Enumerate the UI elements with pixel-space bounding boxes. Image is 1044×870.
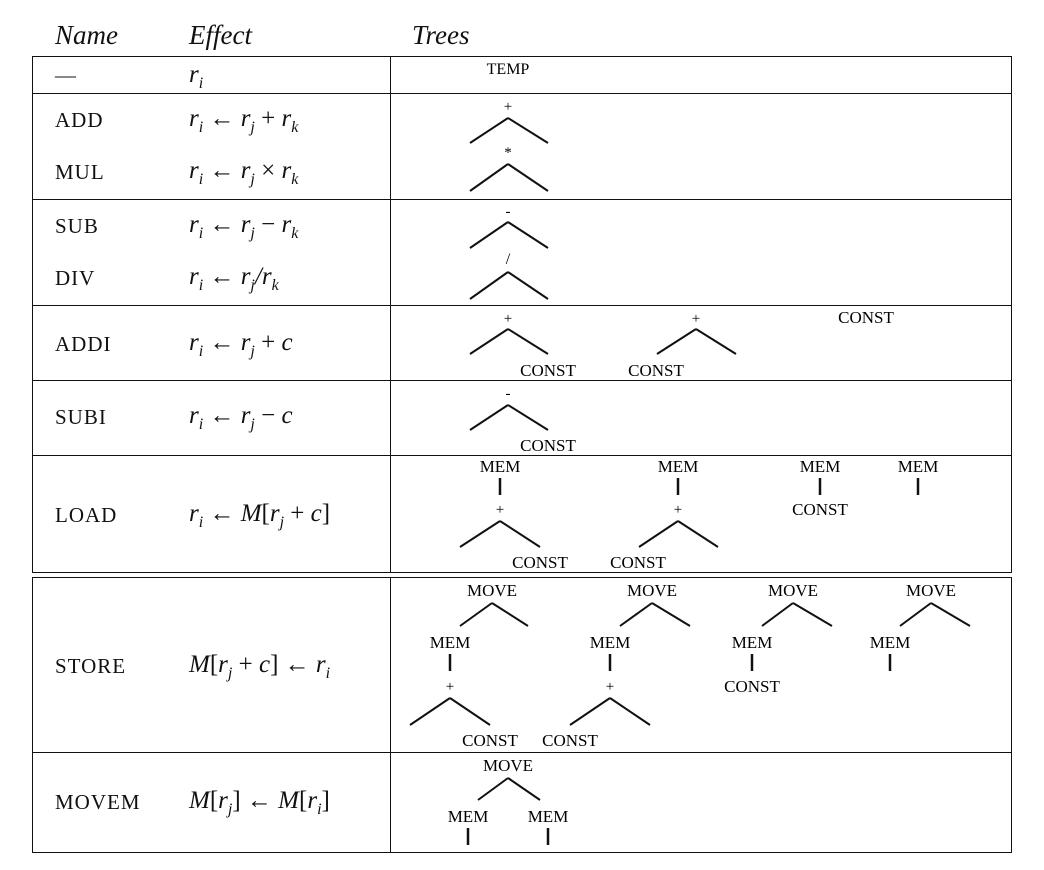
table-row-sub-div: SUB ri ← rj − rk DIV ri ← rj/rk - / xyxy=(32,199,1012,306)
svg-text:MOVE: MOVE xyxy=(483,756,533,775)
svg-text:+: + xyxy=(692,311,700,327)
svg-text:MEM: MEM xyxy=(898,457,939,476)
instr-name-sub: SUB xyxy=(55,214,99,238)
svg-text:MEM: MEM xyxy=(870,633,911,652)
instr-name-load: LOAD xyxy=(55,503,118,527)
table-row-add-mul: ADD ri ← rj + rk MUL ri ← rj × rk + * xyxy=(32,93,1012,200)
svg-text:CONST: CONST xyxy=(512,553,568,572)
header-effect: Effect xyxy=(189,20,252,50)
svg-text:+: + xyxy=(446,679,454,695)
header-name: Name xyxy=(55,20,118,50)
instr-effect-mul: ri ← rj × rk xyxy=(189,157,299,188)
op-times: * xyxy=(504,145,512,161)
svg-text:CONST: CONST xyxy=(462,731,518,750)
instr-effect-addi: ri ← rj + c xyxy=(189,329,293,360)
op-plus: + xyxy=(504,99,512,115)
svg-text:+: + xyxy=(504,311,512,327)
table-row-addi: ADDI ri ← rj + c + CONST + CONST CONST xyxy=(32,305,1012,381)
op-minus: - xyxy=(506,204,511,220)
instruction-tree-table: — ri TEMP ADD ri ← rj + rk MUL ri ← rj ×… xyxy=(32,56,1014,853)
svg-text:CONST: CONST xyxy=(520,436,576,455)
tree-add-mul: + * xyxy=(469,99,549,192)
svg-text:MEM: MEM xyxy=(590,633,631,652)
instr-name-add: ADD xyxy=(55,108,104,132)
header-trees: Trees xyxy=(412,20,470,50)
instr-effect-subi: ri ← rj − c xyxy=(189,402,293,433)
svg-text:MEM: MEM xyxy=(480,457,521,476)
svg-text:MEM: MEM xyxy=(528,807,569,826)
instr-name-store: STORE xyxy=(55,654,127,678)
instr-effect-div: ri ← rj/rk xyxy=(189,263,279,294)
tree-movem: MOVE MEM MEM xyxy=(448,756,569,845)
tree-load: MEM + CONST MEM + CONST MEM CONST MEM xyxy=(459,457,939,572)
tree-store: MOVE MEM + CONST MOVE MEM + CONST MOVE M… xyxy=(409,581,971,750)
svg-text:MEM: MEM xyxy=(732,633,773,652)
instr-name-addi: ADDI xyxy=(55,332,112,356)
svg-text:CONST: CONST xyxy=(628,361,684,380)
op-divide: / xyxy=(506,251,511,268)
svg-text:MOVE: MOVE xyxy=(768,581,818,600)
instr-name-movem: MOVEM xyxy=(55,790,141,814)
svg-text:+: + xyxy=(674,502,682,518)
table-row-subi: SUBI ri ← rj − c - CONST xyxy=(32,380,1012,456)
svg-text:CONST: CONST xyxy=(838,308,894,327)
svg-text:MOVE: MOVE xyxy=(906,581,956,600)
table-row-movem: MOVEM M[rj] ← M[ri] MOVE MEM MEM xyxy=(32,752,1012,853)
table-row-load: LOAD ri ← M[rj + c] MEM + CONST MEM + CO… xyxy=(32,455,1012,573)
instr-effect-store: M[rj + c] ← ri xyxy=(189,651,331,682)
instr-name-mul: MUL xyxy=(55,160,105,184)
tree-subi: - CONST xyxy=(469,386,576,455)
svg-text:+: + xyxy=(496,502,504,518)
svg-text:CONST: CONST xyxy=(792,500,848,519)
svg-text:CONST: CONST xyxy=(542,731,598,750)
svg-text:MOVE: MOVE xyxy=(467,581,517,600)
instr-name-temp: — xyxy=(55,63,77,87)
instr-effect-temp: ri xyxy=(189,61,204,92)
instr-effect-sub: ri ← rj − rk xyxy=(189,211,299,242)
svg-text:MOVE: MOVE xyxy=(627,581,677,600)
table-row-temp: — ri TEMP xyxy=(32,56,1012,94)
svg-text:CONST: CONST xyxy=(610,553,666,572)
tree-temp: TEMP xyxy=(487,61,530,78)
svg-text:-: - xyxy=(506,386,511,402)
svg-text:MEM: MEM xyxy=(800,457,841,476)
svg-text:MEM: MEM xyxy=(658,457,699,476)
svg-text:MEM: MEM xyxy=(448,807,489,826)
svg-text:MEM: MEM xyxy=(430,633,471,652)
tree-sub-div: - / xyxy=(469,204,549,300)
tree-addi: + CONST + CONST CONST xyxy=(469,308,894,380)
table-row-store: STORE M[rj + c] ← ri MOVE MEM + CONST MO… xyxy=(32,577,1012,753)
svg-text:CONST: CONST xyxy=(724,677,780,696)
instr-effect-add: ri ← rj + rk xyxy=(189,105,299,136)
instr-name-div: DIV xyxy=(55,266,96,290)
instr-effect-load: ri ← M[rj + c] xyxy=(189,500,331,531)
instr-name-subi: SUBI xyxy=(55,405,107,429)
svg-text:CONST: CONST xyxy=(520,361,576,380)
tree-label-temp: TEMP xyxy=(487,61,530,78)
instr-effect-movem: M[rj] ← M[ri] xyxy=(189,787,330,818)
svg-text:+: + xyxy=(606,679,614,695)
